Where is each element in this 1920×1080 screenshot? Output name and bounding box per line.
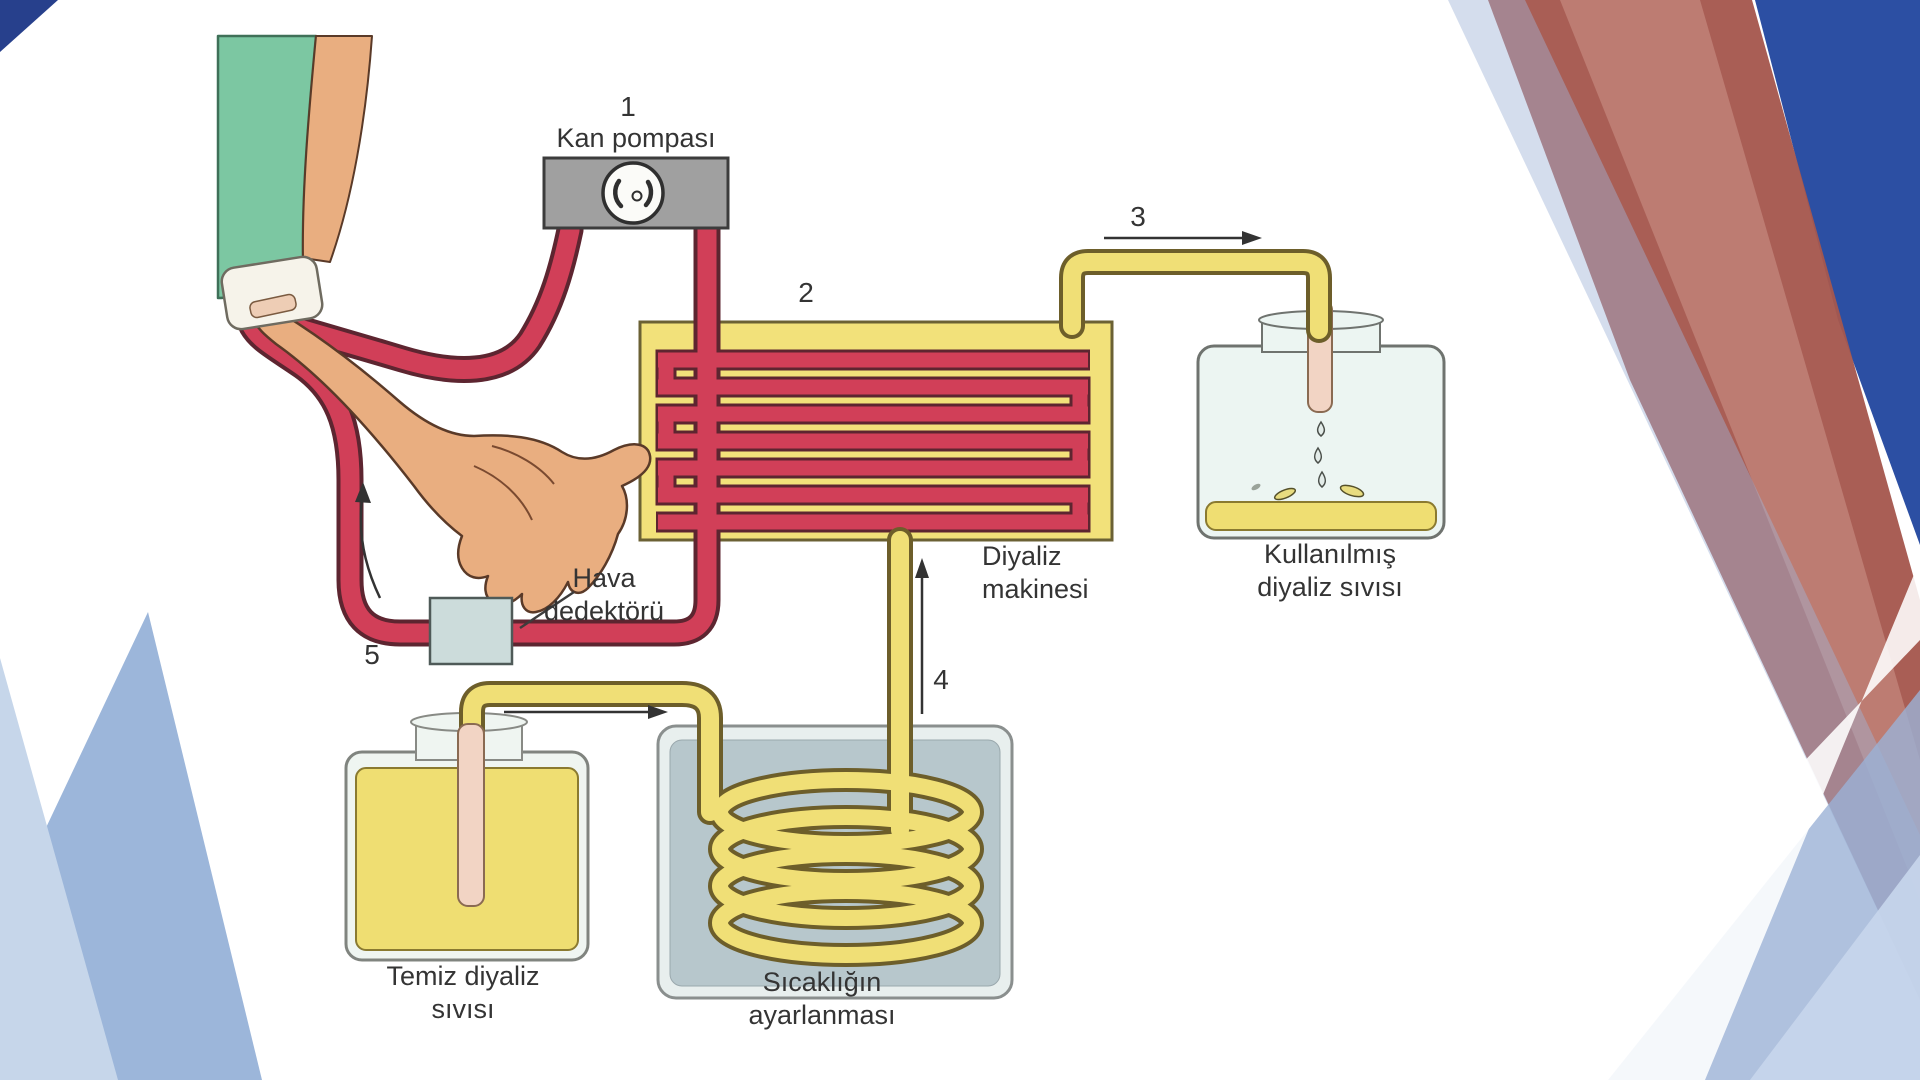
blood-return-line	[242, 182, 717, 643]
clean-jar-dip-tube	[457, 723, 485, 907]
label-dialysis-machine-line1: Diyaliz	[982, 541, 1062, 571]
decor-topleft-triangle	[0, 0, 58, 52]
arrow-return-curve	[359, 499, 382, 599]
used-fluid-pool	[1205, 501, 1437, 531]
blood-tubing	[242, 182, 1088, 643]
label-blood-pump: Kan pompası	[556, 123, 716, 153]
splash	[1273, 487, 1297, 501]
tube-clean-jar-to-beaker	[463, 685, 719, 821]
air-detector-callout-line	[519, 590, 575, 630]
palm-crease	[491, 445, 555, 485]
arrow-3-head	[1242, 231, 1262, 245]
heating-coil	[712, 809, 980, 889]
label-temperature-line1: Sıcaklığın	[762, 967, 882, 997]
decor-bottomleft-light	[0, 658, 118, 1080]
splash	[1251, 483, 1261, 491]
label-air-detector-line1: Hava	[572, 563, 636, 593]
arrow-dialysate-head	[648, 705, 668, 719]
decor-pale-band	[1448, 0, 1920, 1000]
label-dialysis-machine-line2: makinesi	[982, 574, 1089, 604]
forearm-hand	[250, 294, 652, 614]
heating-coil	[712, 883, 980, 963]
label-number-3: 3	[1130, 201, 1146, 232]
heating-coil	[712, 846, 980, 926]
blood-pump	[542, 156, 730, 230]
label-temperature: Sıcaklığın ayarlanması	[748, 966, 895, 1032]
decor-bottomright-light	[1750, 855, 1920, 1080]
label-used-fluid: Kullanılmış diyaliz sıvısı	[1257, 538, 1403, 604]
label-number-1: 1	[620, 91, 636, 122]
upper-arm-skin	[301, 35, 373, 263]
dialyzer-serpentine	[658, 352, 1088, 530]
label-air-detector-line2: dedektörü	[543, 596, 665, 626]
heating-coil	[712, 772, 980, 852]
patient-arm	[216, 34, 652, 614]
arm-bandage	[220, 255, 324, 331]
dialysate-tubing	[463, 253, 1328, 963]
arrow-return-head	[355, 482, 371, 503]
label-clean-fluid: Temiz diyaliz sıvısı	[386, 960, 539, 1026]
decor-red-slash	[1488, 0, 1920, 1000]
splash	[1339, 484, 1365, 498]
droplets	[1313, 420, 1327, 488]
label-number-4: 4	[933, 664, 949, 695]
used-fluid-jar	[1196, 299, 1446, 540]
label-clean-fluid-line1: Temiz diyaliz	[386, 961, 540, 991]
label-dialysis-machine: Diyaliz makinesi	[982, 540, 1089, 606]
blood-arterial-line	[252, 220, 580, 379]
decor-white-slash	[1500, 560, 1920, 1080]
palm-crease	[473, 465, 533, 521]
label-number-2: 2	[798, 277, 814, 308]
label-temperature-line2: ayarlanması	[748, 1000, 896, 1030]
flow-arrows	[355, 231, 1262, 719]
label-clean-fluid-line2: sıvısı	[431, 994, 495, 1024]
decor-darkblue-wedge	[1755, 0, 1920, 545]
label-used-fluid-line1: Kullanılmış	[1263, 539, 1397, 569]
label-number-5: 5	[364, 639, 380, 670]
arrow-4-head	[915, 558, 929, 578]
label-air-detector: Hava dedektörü	[544, 562, 664, 628]
decor-red-light-band	[1560, 0, 1920, 900]
fistula-needle	[249, 293, 297, 319]
air-detector-box	[428, 596, 514, 666]
label-used-fluid-line2: diyaliz sıvısı	[1257, 572, 1403, 602]
tube-machine-to-used-jar	[1063, 253, 1328, 339]
